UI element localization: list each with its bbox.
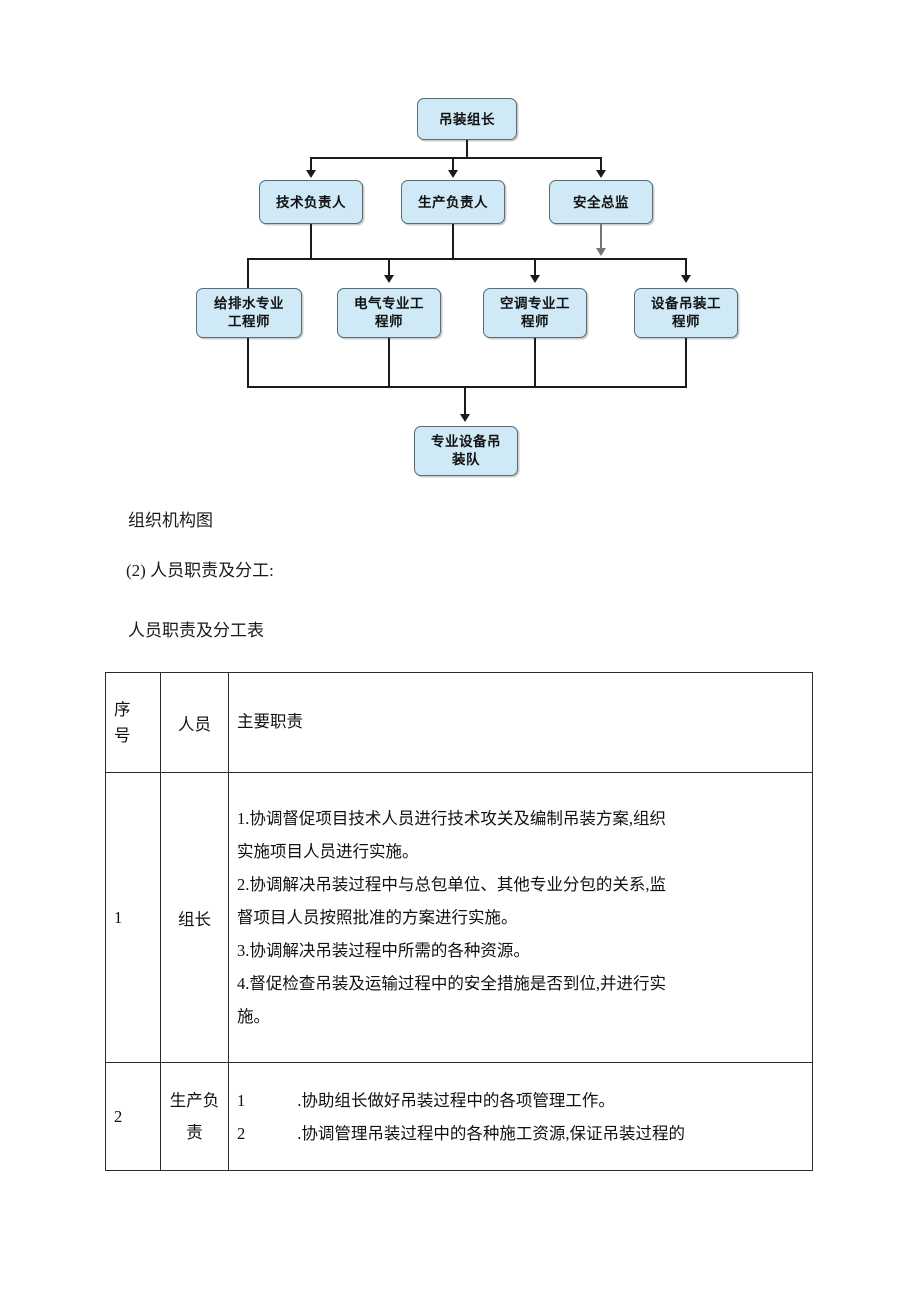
row-person: 组长 xyxy=(160,772,229,1063)
duty-line: 实施项目人员进行实施。 xyxy=(237,842,419,861)
connector-bus-to-hvac xyxy=(534,258,536,278)
arrow-to-team xyxy=(460,414,470,422)
duty-line: 4.督促检查吊装及运输过程中的安全措施是否到位,并进行实 xyxy=(237,974,666,993)
node-text: 电气专业工 程师 xyxy=(354,296,424,329)
arrow-to-tech xyxy=(306,170,316,178)
node-text: 空调专业工 程师 xyxy=(500,296,570,329)
arrow-to-electric xyxy=(384,275,394,283)
table-header-row: 序 号 人员 主要职责 xyxy=(105,672,813,773)
connector-bus-to-plumbing xyxy=(247,258,249,290)
duty-line: 施。 xyxy=(237,1007,270,1026)
duty-line: 督项目人员按照批准的方案进行实施。 xyxy=(237,908,518,927)
org-node-level3-electrical-engineer: 电气专业工 程师 xyxy=(337,288,441,338)
header-cell-person: 人员 xyxy=(160,672,229,773)
duty-line: 1 .协助组长做好吊装过程中的各项管理工作。 xyxy=(237,1084,804,1117)
arrow-to-prod xyxy=(448,170,458,178)
org-node-level4-hoisting-team: 专业设备吊 装队 xyxy=(414,426,518,476)
row-number: 1 xyxy=(105,772,161,1063)
row-person: 生产负 责 xyxy=(160,1062,229,1171)
connector-hvac-down xyxy=(534,338,536,388)
connector-bus-to-electric xyxy=(388,258,390,278)
duty-line: 3.协调解决吊装过程中所需的各种资源。 xyxy=(237,941,530,960)
node-text: 专业设备吊 装队 xyxy=(431,434,501,467)
connector-electric-down xyxy=(388,338,390,388)
arrow-safety-to-bus xyxy=(596,248,606,256)
connector-l1-bus xyxy=(310,157,602,159)
table-row: 1 组长 1.协调督促项目技术人员进行技术攻关及编制吊装方案,组织 实施项目人员… xyxy=(105,772,813,1063)
header-no-line1: 序 xyxy=(114,699,131,719)
header-cell-duty: 主要职责 xyxy=(228,672,813,773)
row-person-line2: 责 xyxy=(186,1122,203,1142)
connector-prod-down xyxy=(452,224,454,260)
connector-l1-to-tech xyxy=(310,157,312,173)
arrow-to-equipment xyxy=(681,275,691,283)
connector-equipment-down xyxy=(685,338,687,388)
org-chart-caption: 组织机构图 xyxy=(128,511,213,530)
section-heading: (2) 人员职责及分工: xyxy=(126,561,274,580)
org-chart-diagram: 吊装组长 技术负责人 生产负责人 安全总监 给排水专业 工程师 电气专业工 程师 xyxy=(0,0,920,476)
connector-level4-bus xyxy=(247,386,687,388)
duty-number: 2 xyxy=(237,1123,246,1143)
connector-l1-to-safety xyxy=(600,157,602,173)
connector-bus-to-team xyxy=(464,386,466,418)
org-node-level3-hvac-engineer: 空调专业工 程师 xyxy=(483,288,587,338)
header-no-line2: 号 xyxy=(114,725,131,745)
arrow-to-hvac xyxy=(530,275,540,283)
org-node-level2-production-lead: 生产负责人 xyxy=(401,180,505,224)
org-node-level3-equipment-hoisting-engineer: 设备吊装工 程师 xyxy=(634,288,738,338)
row-person-line1: 生产负 xyxy=(169,1091,220,1111)
node-text: 给排水专业 工程师 xyxy=(214,296,284,329)
connector-l1-to-prod xyxy=(452,157,454,173)
connector-tech-down xyxy=(310,224,312,260)
table-title: 人员职责及分工表 xyxy=(128,621,264,640)
duties-table: 序 号 人员 主要职责 1 组长 1.协调督促项目技术人员进行技术攻关及编制吊装… xyxy=(105,672,813,1171)
node-text: 设备吊装工 程师 xyxy=(651,296,721,329)
arrow-to-safety xyxy=(596,170,606,178)
connector-bus-to-equipment xyxy=(685,258,687,278)
connector-l1-down xyxy=(466,140,468,158)
connector-safety-down xyxy=(600,224,602,250)
duty-text: .协调管理吊装过程中的各种施工资源,保证吊装过程的 xyxy=(297,1123,685,1143)
connector-plumbing-down xyxy=(247,338,249,388)
row-duties: 1 .协助组长做好吊装过程中的各项管理工作。 2 .协调管理吊装过程中的各种施工资源… xyxy=(228,1062,813,1171)
duty-line: 1.协调督促项目技术人员进行技术攻关及编制吊装方案,组织 xyxy=(237,809,666,828)
duty-line: 2.协调解决吊装过程中与总包单位、其他专业分包的关系,监 xyxy=(237,875,666,894)
duty-number: 1 xyxy=(237,1090,246,1110)
row-number: 2 xyxy=(105,1062,161,1171)
header-cell-no: 序 号 xyxy=(105,672,161,773)
table-row: 2 生产负 责 1 .协助组长做好吊装过程中的各项管理工作。 2 .协调管理吊装过程… xyxy=(105,1062,813,1171)
duty-text: .协助组长做好吊装过程中的各项管理工作。 xyxy=(297,1090,615,1110)
org-node-level1-leader: 吊装组长 xyxy=(417,98,517,140)
org-node-level2-safety-director: 安全总监 xyxy=(549,180,653,224)
org-node-level2-tech-lead: 技术负责人 xyxy=(259,180,363,224)
duty-line: 2 .协调管理吊装过程中的各种施工资源,保证吊装过程的 xyxy=(237,1117,804,1150)
org-node-level3-plumbing-engineer: 给排水专业 工程师 xyxy=(196,288,302,338)
connector-level3-bus xyxy=(247,258,687,260)
row-duties: 1.协调督促项目技术人员进行技术攻关及编制吊装方案,组织 实施项目人员进行实施。… xyxy=(228,772,813,1063)
